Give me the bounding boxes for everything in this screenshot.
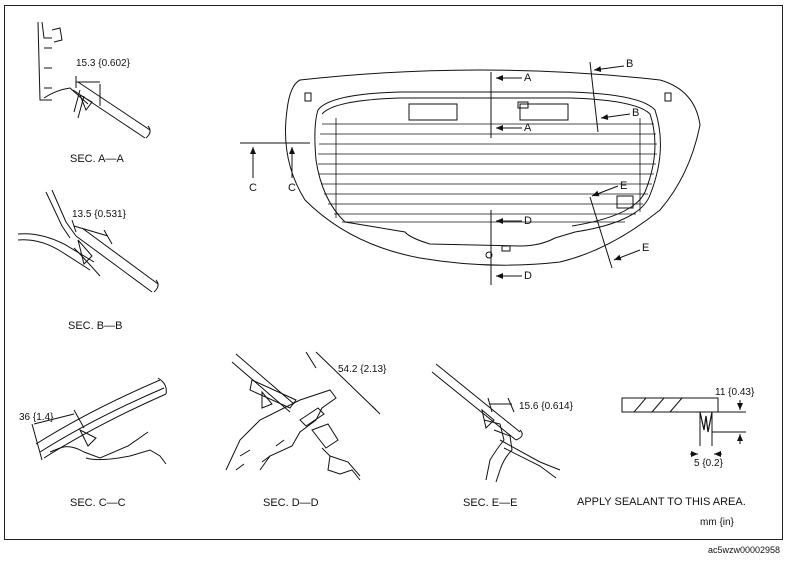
section-d-label: SEC. D—D: [263, 497, 319, 509]
figure-frame: [4, 5, 783, 540]
dimension-a: 15.3 {0.602}: [76, 58, 130, 69]
units-note: mm {in}: [700, 517, 734, 528]
section-c-label: SEC. C—C: [70, 497, 126, 509]
dimension-bead-height: 11 {0.43}: [715, 387, 755, 398]
section-a-drawing: [37, 21, 151, 139]
cut-label-a-top: A: [524, 72, 532, 84]
cut-label-d-top: D: [524, 215, 532, 227]
cut-label-d-bottom: D: [524, 270, 532, 282]
dimension-bead-width: 5 {0.2}: [694, 458, 723, 469]
section-e-drawing: [431, 363, 561, 483]
section-e-label: SEC. E—E: [463, 497, 518, 509]
section-b-drawing: [17, 189, 159, 293]
dimension-c: 36 {1.4}: [19, 412, 54, 423]
section-d-drawing: [225, 351, 381, 481]
cut-label-b-bottom: B: [632, 107, 640, 119]
sealant-detail: [621, 397, 746, 457]
section-c-drawing: [31, 377, 167, 465]
figure-code: ac5wzw00002958: [708, 545, 781, 555]
dimension-b: 13.5 {0.531}: [72, 209, 126, 220]
section-b-label: SEC. B—B: [68, 320, 123, 332]
cut-label-a-bottom: A: [524, 122, 532, 134]
dimension-d: 54.2 {2.13}: [338, 364, 387, 375]
cut-label-c-right: C: [288, 182, 296, 194]
cut-label-e-top: E: [620, 180, 628, 192]
sealant-note: APPLY SEALANT TO THIS AREA.: [577, 496, 746, 508]
dimension-e: 15.6 {0.614}: [519, 401, 573, 412]
cut-label-e-bottom: E: [642, 242, 650, 254]
cut-label-c-left: C: [249, 182, 257, 194]
rear-window-view: [240, 61, 701, 285]
defogger-lines: [318, 118, 657, 223]
section-a-label: SEC. A—A: [70, 153, 124, 165]
cut-label-b-top: B: [626, 58, 634, 70]
